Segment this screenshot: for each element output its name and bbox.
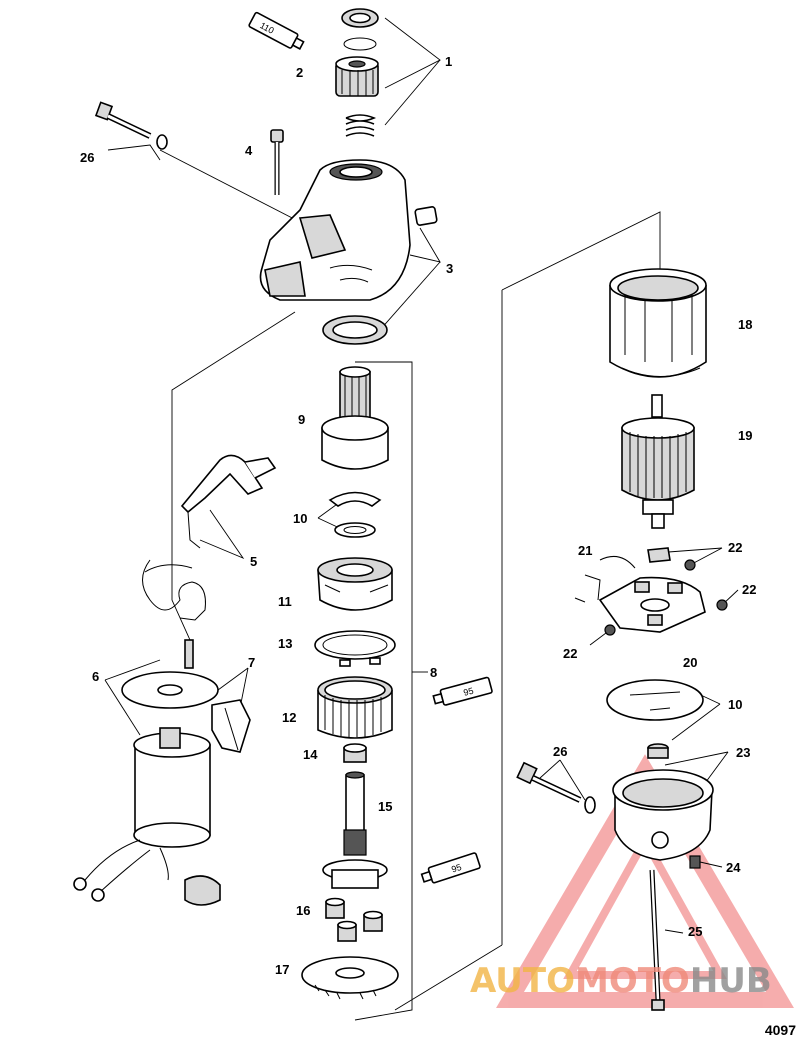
label-part-1: 1 — [445, 54, 452, 69]
part-11-gear-carrier — [317, 557, 393, 611]
sealant-tube-95-center: 95 — [432, 676, 493, 706]
label-part-2: 2 — [296, 65, 303, 80]
part-23-end-frame — [612, 769, 714, 861]
sealant-tube-95-lower: 95 — [420, 852, 481, 884]
part-26-bolt-lower — [516, 761, 596, 814]
watermark-triangle-logo — [496, 754, 794, 1008]
part-number-labels: 1 2 3 4 5 6 7 8 9 10 11 12 13 14 15 16 1… — [80, 54, 756, 977]
label-part-22c: 22 — [563, 646, 577, 661]
label-part-5: 5 — [250, 554, 257, 569]
label-part-18: 18 — [738, 317, 752, 332]
part-13-washer — [314, 630, 396, 667]
label-part-11: 11 — [278, 594, 292, 609]
part-10-plate-right — [606, 679, 704, 759]
label-part-12: 12 — [282, 710, 296, 725]
part-6-solenoid — [73, 639, 221, 906]
watermark-suffix: HUB — [690, 961, 772, 1001]
label-part-23: 23 — [736, 745, 750, 760]
part-26-bolt-top — [94, 101, 168, 150]
watermark-prefix: AUTO — [470, 961, 575, 1001]
label-part-3: 3 — [446, 261, 453, 276]
label-part-25: 25 — [688, 924, 702, 939]
part-16-planet-gears — [325, 897, 383, 942]
label-part-21: 21 — [578, 543, 592, 558]
diagram-id-code: 4097 — [764, 1022, 796, 1038]
watermark-middle: MOTO — [575, 961, 690, 1001]
sealant-tube-110: 110 — [248, 11, 305, 50]
label-part-26-lower: 26 — [553, 744, 567, 759]
label-part-4: 4 — [245, 143, 253, 158]
part-3-drive-housing — [259, 159, 438, 345]
part-1-seal-ring-spring — [341, 8, 379, 137]
part-10-clip-washer — [328, 491, 382, 538]
label-part-17: 17 — [275, 962, 289, 977]
label-part-10: 10 — [293, 511, 307, 526]
label-part-13: 13 — [278, 636, 292, 651]
tube-95-label-lower: 95 — [450, 862, 463, 875]
label-part-7: 7 — [248, 655, 255, 670]
watermark-wordmark: AUTOMOTOHUB — [470, 961, 772, 1001]
part-24-screw — [689, 855, 701, 869]
part-14-bushing — [343, 743, 367, 763]
label-part-19: 19 — [738, 428, 752, 443]
svg-text:AUTOMOTOHUB: AUTOMOTOHUB — [470, 961, 772, 1001]
part-2-pinion-gear — [335, 56, 379, 97]
part-20-brush-plate — [574, 547, 728, 636]
label-part-22b: 22 — [742, 582, 756, 597]
part-15-output-shaft — [322, 771, 388, 889]
part-4-long-bolt — [270, 129, 284, 195]
assembly-lines — [104, 17, 739, 1021]
part-17-gear-plate — [301, 956, 399, 1000]
label-part-10-right: 10 — [728, 697, 742, 712]
part-7-shims — [211, 699, 251, 753]
part-18-field-frame — [609, 268, 707, 378]
label-part-26-top: 26 — [80, 150, 94, 165]
label-part-9: 9 — [298, 412, 305, 427]
part-25-through-bolt — [649, 869, 665, 1011]
label-part-14: 14 — [303, 747, 318, 762]
label-part-6: 6 — [92, 669, 99, 684]
part-5-shift-fork — [142, 454, 277, 621]
label-part-8: 8 — [430, 665, 437, 680]
label-part-20: 20 — [683, 655, 697, 670]
label-part-15: 15 — [378, 799, 392, 814]
part-12-ring-gear — [317, 676, 393, 739]
label-part-22a: 22 — [728, 540, 742, 555]
part-19-armature — [621, 394, 695, 529]
label-part-16: 16 — [296, 903, 310, 918]
tube-95-label-center: 95 — [462, 686, 474, 698]
label-part-24: 24 — [726, 860, 741, 875]
part-9-drive-clutch — [321, 366, 389, 470]
